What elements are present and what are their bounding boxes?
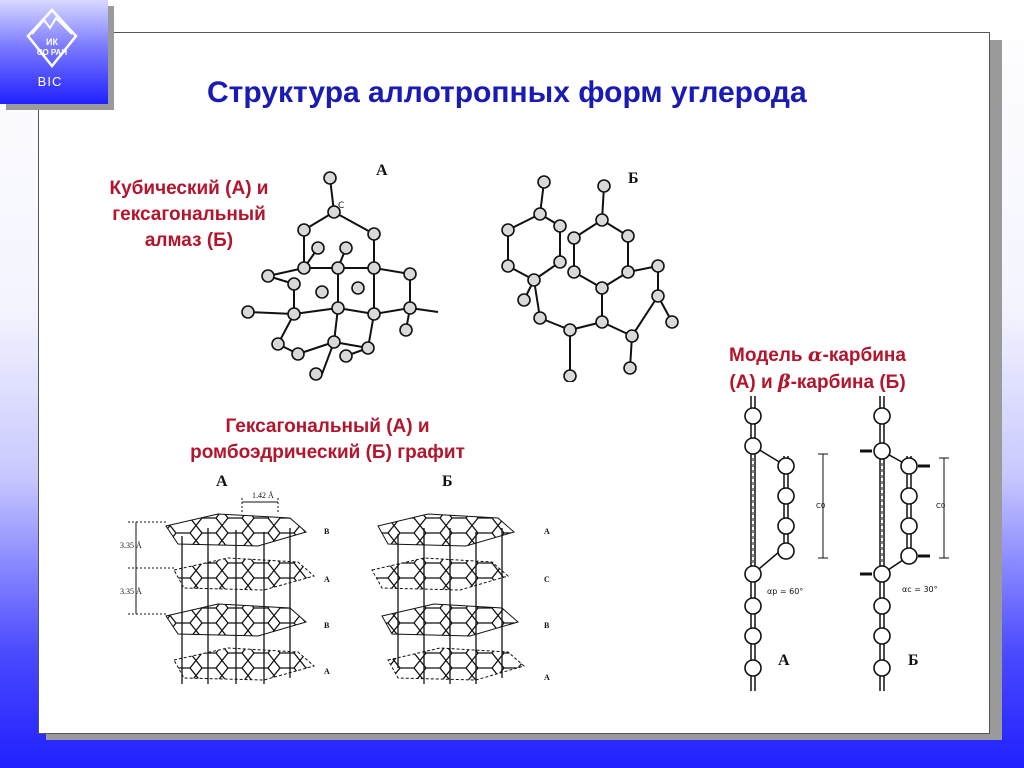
rhombohedral-graphite-figure: A C B A bbox=[371, 513, 550, 684]
logo-text-bottom: СО РАН bbox=[37, 48, 67, 57]
period-label: C0 bbox=[816, 502, 825, 510]
carbyne-label-b: Б bbox=[908, 652, 919, 669]
carbyne-caption-prefix: Модель bbox=[729, 345, 808, 366]
diamond-caption-line: Кубический (А) и bbox=[109, 178, 269, 199]
cubic-diamond-figure: C bbox=[241, 171, 439, 381]
hexagonal-graphite-figure: 3.35 Å 3.35 Å 1.42 Å B A B A bbox=[120, 491, 330, 684]
logo-caption: BIC bbox=[37, 74, 63, 89]
atom-label: C bbox=[338, 201, 344, 211]
carbyne-caption-line-1: Модель α-карбина bbox=[700, 342, 935, 369]
graphite-label-b: Б bbox=[442, 473, 453, 490]
beta-carbyne-figure: αc = 30° C0 bbox=[860, 396, 949, 691]
layer-label: A bbox=[324, 667, 330, 676]
layer-label: B bbox=[324, 527, 330, 536]
carbyne-caption-line-2: (А) и β-карбина (Б) bbox=[700, 369, 935, 396]
diamond-caption-line: алмаз (Б) bbox=[144, 230, 234, 251]
alpha-angle-annotation: αp = 60° bbox=[767, 587, 803, 596]
diamond-caption: Кубический (А) и гексагональный алмаз (Б… bbox=[84, 176, 294, 254]
carbyne-caption-suffix: -карбина bbox=[822, 345, 906, 366]
interlayer-spacing-2: 3.35 Å bbox=[120, 587, 142, 596]
layer-label: B bbox=[544, 621, 550, 630]
layer-label: A bbox=[544, 527, 550, 536]
bond-length-label: 1.42 Å bbox=[252, 491, 274, 500]
hexagonal-diamond-figure bbox=[501, 175, 679, 382]
graphite-caption: Гексагональный (А) и ромбоэдрический (Б)… bbox=[150, 414, 505, 466]
layer-label: B bbox=[324, 621, 330, 630]
graphite-caption-line: Гексагональный (А) и bbox=[225, 416, 430, 437]
beta-symbol: β bbox=[777, 371, 791, 393]
diamond-label-b: Б bbox=[628, 170, 639, 187]
interlayer-spacing-1: 3.35 Å bbox=[120, 541, 142, 550]
logo-block: ИК СО РАН BIC bbox=[0, 0, 108, 104]
carbyne-label-a: А bbox=[778, 652, 790, 669]
graphite-label-a: А bbox=[216, 473, 228, 490]
period-label: C0 bbox=[936, 502, 945, 510]
beta-angle-annotation: αc = 30° bbox=[902, 585, 938, 594]
layer-label: C bbox=[544, 575, 550, 584]
carbyne-caption-prefix: (А) и bbox=[729, 372, 778, 393]
layer-label: A bbox=[544, 673, 550, 682]
page-title: Структура аллотропных форм углерода bbox=[207, 76, 807, 109]
layer-label: A bbox=[324, 575, 330, 584]
diamond-label-a: А bbox=[376, 162, 388, 179]
carbyne-caption-suffix: -карбина (Б) bbox=[790, 372, 906, 393]
alpha-carbyne-figure: αp = 60° C0 bbox=[744, 396, 828, 691]
graphite-caption-line: ромбоэдрический (Б) графит bbox=[190, 442, 465, 463]
logo-text-top: ИК bbox=[46, 37, 58, 47]
alpha-symbol: α bbox=[807, 344, 823, 366]
institute-logo-icon: ИК СО РАН bbox=[26, 8, 78, 69]
carbyne-caption: Модель α-карбина (А) и β-карбина (Б) bbox=[700, 342, 935, 396]
diamond-caption-line: гексагональный bbox=[112, 204, 266, 225]
